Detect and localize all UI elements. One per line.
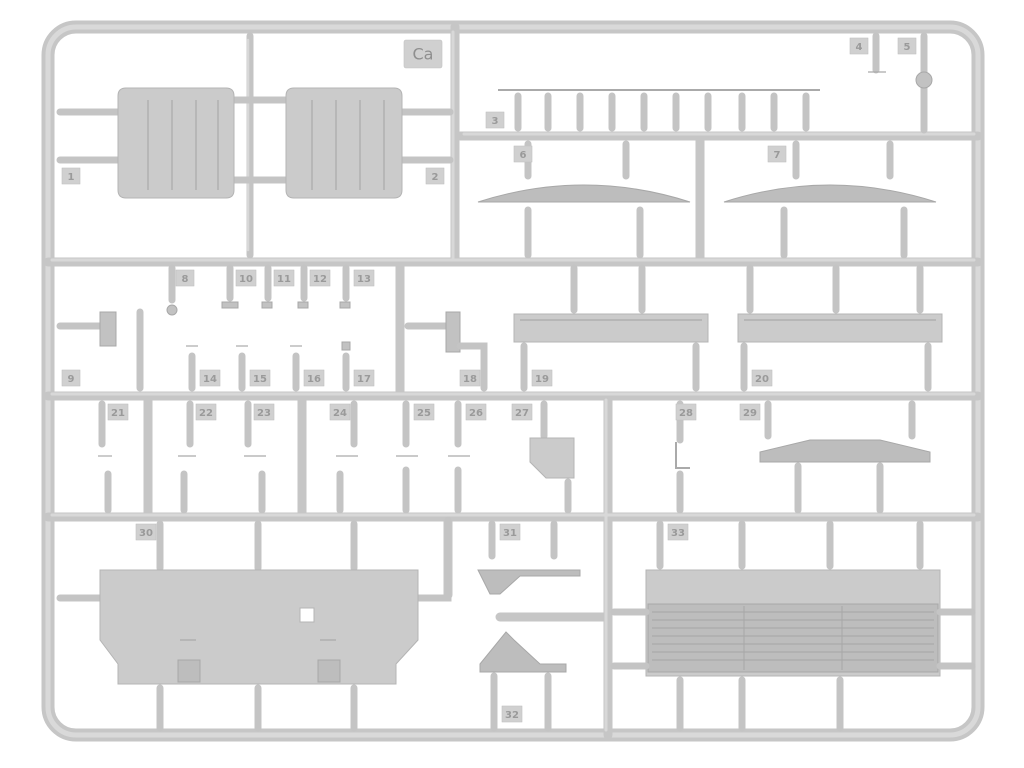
part-number-4: 4 [856,42,863,53]
part-number-5: 5 [904,42,911,53]
part-number-28: 28 [679,408,693,419]
part-number-1: 1 [68,172,75,183]
part-tag-6: 6 [513,145,533,163]
part-33-grille [610,520,976,732]
part-tag-7: 7 [767,145,787,163]
part-number-32: 32 [505,710,519,721]
part-tag-22: 22 [195,403,217,421]
part-tag-4: 4 [849,37,869,55]
part-number-13: 13 [357,274,371,285]
part-number-23: 23 [257,408,271,419]
part-18-bracket [404,311,488,392]
part-tag-17: 17 [353,369,375,387]
part-tag-32: 32 [501,705,523,723]
part-number-22: 22 [199,408,213,419]
part-tag-13: 13 [353,269,375,287]
part-number-31: 31 [503,528,517,539]
part-number-15: 15 [253,374,267,385]
part-number-8: 8 [182,274,189,285]
part-tag-14: 14 [199,369,221,387]
part-number-14: 14 [203,374,217,385]
part-tag-5: 5 [897,37,917,55]
parts-1-2-fuel-tanks [56,32,454,259]
part-number-26: 26 [469,408,483,419]
part-number-29: 29 [743,408,757,419]
part-number-7: 7 [774,150,781,161]
part-tag-26: 26 [465,403,487,421]
part-number-20: 20 [755,374,769,385]
parts-6-7-fenders [477,140,937,259]
part-number-11: 11 [277,274,291,285]
part-number-17: 17 [357,374,371,385]
parts-8-17-small-fittings [56,264,351,392]
grille-slats [652,606,934,670]
parts-28-29-brackets [675,400,931,514]
part-number-16: 16 [307,374,321,385]
part-number-30: 30 [139,528,153,539]
part-tag-24: 24 [329,403,351,421]
part-number-33: 33 [671,528,685,539]
part-tag-29: 29 [739,403,761,421]
part-tag-23: 23 [253,403,275,421]
part-number-18: 18 [463,374,477,385]
part-number-tags: 1 2 3 4 5 6 7 8 9 10 11 12 13 14 15 16 1… [61,37,917,723]
part-number-12: 12 [313,274,327,285]
parts-19-20-tubes [513,264,943,392]
part-tag-16: 16 [303,369,325,387]
part-tag-21: 21 [107,403,129,421]
part-tag-3: 3 [485,111,505,129]
part-tag-1: 1 [61,167,81,185]
part-3-rail-with-pins [498,89,820,132]
sprue-code: Ca [413,45,434,64]
part-tag-25: 25 [413,403,435,421]
parts-21-27-fittings [98,400,575,514]
part-number-6: 6 [520,150,527,161]
parts-4-5-small-fittings [868,32,933,134]
part-tag-8: 8 [175,269,195,287]
part-tag-10: 10 [235,269,257,287]
part-tag-27: 27 [511,403,533,421]
part-number-9: 9 [68,374,75,385]
part-number-19: 19 [535,374,549,385]
part-number-21: 21 [111,408,125,419]
part-tag-18: 18 [459,369,481,387]
part-tag-9: 9 [61,369,81,387]
sprue-frame-highlight [45,24,981,738]
part-30-plate [56,516,452,732]
part-number-10: 10 [239,274,253,285]
part-tag-11: 11 [273,269,295,287]
part-number-2: 2 [432,172,439,183]
part-number-3: 3 [492,116,499,127]
part-tag-28: 28 [675,403,697,421]
part-number-24: 24 [333,408,347,419]
part-tag-20: 20 [751,369,773,387]
part-tag-2: 2 [425,167,445,185]
sprue-code-tag: Ca [403,39,443,69]
parts-31-32-levers [477,520,581,732]
part-tag-19: 19 [531,369,553,387]
part-tag-31: 31 [499,523,521,541]
part-number-27: 27 [515,408,529,419]
part-number-25: 25 [417,408,431,419]
part-tag-12: 12 [309,269,331,287]
part-tag-30: 30 [135,523,157,541]
part-tag-15: 15 [249,369,271,387]
part-tag-33: 33 [667,523,689,541]
